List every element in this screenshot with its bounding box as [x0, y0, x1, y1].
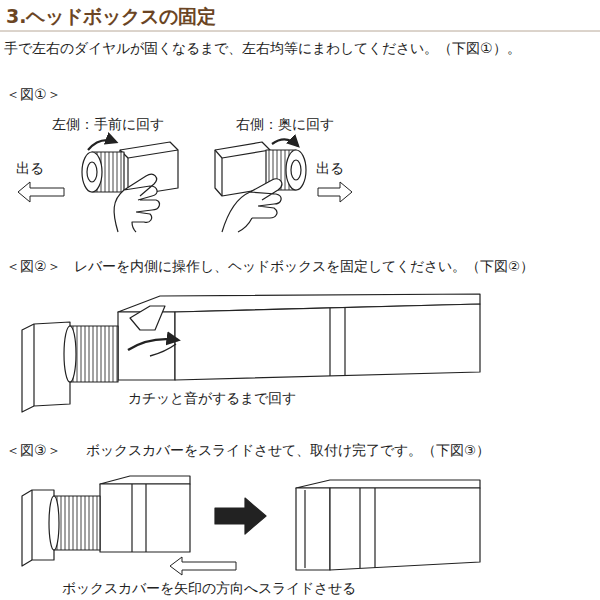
out-arrow-right — [318, 182, 352, 202]
instruction-text: ボックスカバーをスライドさせて、取付け完了です。（下図③） — [86, 442, 490, 458]
left-dial-figure — [82, 140, 178, 232]
arrow-label: 出る — [16, 160, 44, 177]
box-cover-after — [296, 480, 480, 570]
figure-label: ＜図③＞ — [6, 442, 61, 459]
box-cover-before — [22, 476, 190, 566]
instruction-text: 手で左右のダイヤルが固くなるまで、左右均等にまわしてください。（下図①）。 — [4, 40, 521, 57]
arrow-label: 出る — [316, 160, 344, 177]
out-arrow-left — [18, 182, 64, 202]
figure-note: カチッと音がするまで回す — [128, 390, 296, 407]
title-rule — [0, 31, 600, 32]
figure-label: ＜図②＞ — [6, 258, 61, 275]
direction-note: 左側：手前に回す — [52, 116, 164, 133]
right-dial-figure — [215, 139, 306, 232]
figure-note: ボックスカバーを矢印の方向へスライドさせる — [62, 580, 356, 597]
section-title: 3.ヘッドボックスの固定 — [6, 5, 216, 28]
direction-note: 右側：奥に回す — [236, 116, 334, 133]
headbox-lever-figure — [22, 294, 480, 412]
step-arrow — [215, 498, 266, 534]
slide-arrow — [170, 557, 236, 575]
figure-label: ＜図①＞ — [6, 86, 61, 103]
instruction-text: レバーを内側に操作し、ヘッドボックスを固定してください。（下図②） — [74, 258, 534, 274]
